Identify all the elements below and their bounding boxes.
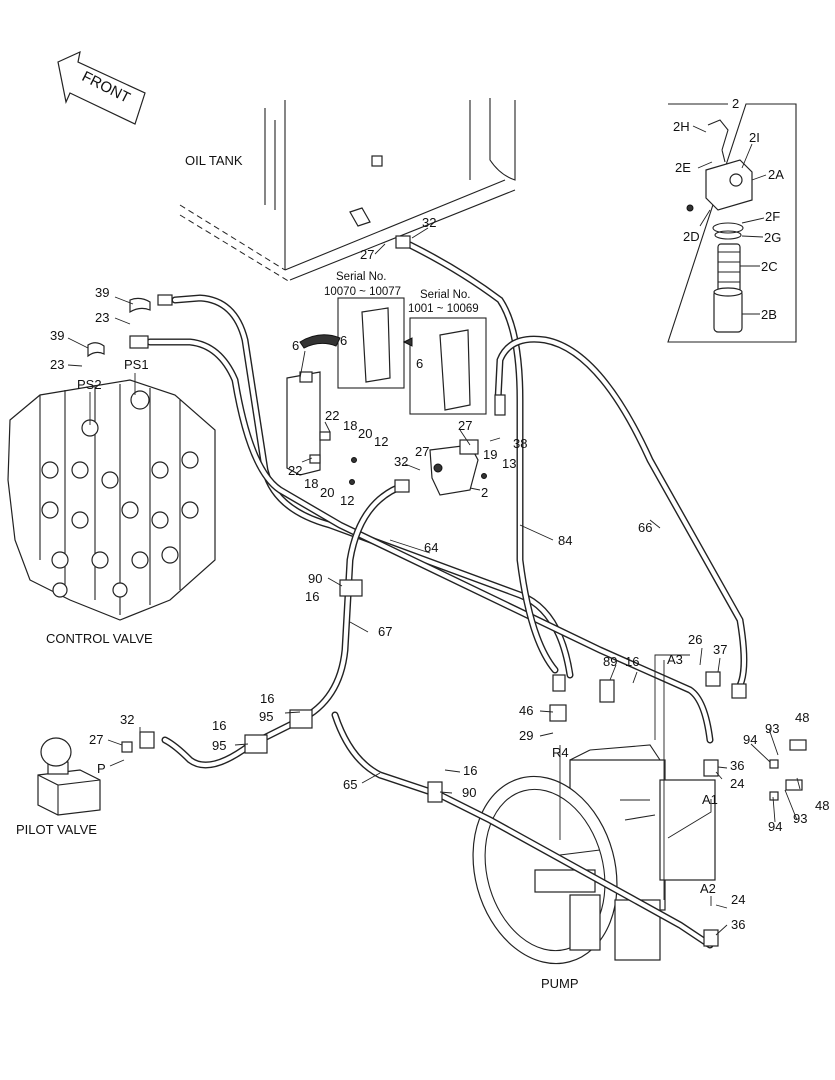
- callout: 12: [374, 434, 388, 449]
- callout: 24: [730, 776, 744, 791]
- callout: 29: [519, 728, 533, 743]
- oil-tank-label: OIL TANK: [185, 153, 243, 168]
- callout: P: [97, 761, 106, 776]
- callout: A3: [667, 652, 683, 667]
- callout: 32: [422, 215, 436, 230]
- callout: 93: [765, 721, 779, 736]
- callout: 20: [320, 485, 334, 500]
- callout: 2B: [761, 307, 777, 322]
- callout: 23: [95, 310, 109, 325]
- callout: 27: [458, 418, 472, 433]
- callout: 32: [394, 454, 408, 469]
- serial-a-range: 10070 ~ 10077: [324, 286, 401, 298]
- callout: 27: [89, 732, 103, 747]
- serial-a-title: Serial No.: [336, 271, 387, 283]
- callout: A1: [702, 792, 718, 807]
- callout: 95: [259, 709, 273, 724]
- callout: 19: [483, 447, 497, 462]
- serial-b-title: Serial No.: [420, 289, 471, 301]
- callout: 27: [360, 247, 374, 262]
- callout: 6: [416, 356, 423, 371]
- callout: 64: [424, 540, 438, 555]
- oil-tank: OIL TANK: [179, 98, 516, 283]
- callout: 93: [793, 811, 807, 826]
- callout: 66: [638, 520, 652, 535]
- serial-a-pointer: [299, 334, 341, 349]
- callout: 2I: [749, 130, 760, 145]
- detail-2-box: 2: [667, 96, 797, 343]
- callout: 6: [340, 333, 347, 348]
- callout: 2A: [768, 167, 784, 182]
- callout: 2D: [683, 229, 700, 244]
- callout: 94: [768, 819, 782, 834]
- control-valve: CONTROL VALVE: [7, 379, 216, 646]
- callout: 46: [519, 703, 533, 718]
- pilot-valve: PILOT VALVE: [16, 737, 101, 837]
- callout: 39: [50, 328, 64, 343]
- callout: 90: [462, 785, 476, 800]
- callout: 23: [50, 357, 64, 372]
- serial-box-b: Serial No. 1001 ~ 10069: [408, 289, 487, 415]
- callout: 36: [731, 917, 745, 932]
- pump: PUMP: [472, 744, 716, 991]
- callouts: 39 23 39 23 PS1 PS2 27 32 6 6 6 22 18 20…: [50, 119, 829, 932]
- callout: 95: [212, 738, 226, 753]
- callout: 2E: [675, 160, 691, 175]
- callout: 2C: [761, 259, 778, 274]
- callout: 36: [730, 758, 744, 773]
- callout: 16: [305, 589, 319, 604]
- hoses: [146, 241, 748, 949]
- callout: 18: [304, 476, 318, 491]
- pilot-valve-label: PILOT VALVE: [16, 822, 97, 837]
- callout: 65: [343, 777, 357, 792]
- callout: 13: [502, 456, 516, 471]
- callout: PS1: [124, 357, 149, 372]
- callout: 2F: [765, 209, 780, 224]
- serial-b-pointer: [402, 337, 413, 347]
- callout: 2H: [673, 119, 690, 134]
- callout: 27: [415, 444, 429, 459]
- callout: 38: [513, 436, 527, 451]
- callout: 22: [325, 408, 339, 423]
- callout: 48: [795, 710, 809, 725]
- control-valve-label: CONTROL VALVE: [46, 631, 153, 646]
- callout: 32: [120, 712, 134, 727]
- callout: 37: [713, 642, 727, 657]
- callout: 39: [95, 285, 109, 300]
- callout: 16: [212, 718, 226, 733]
- callout: 24: [731, 892, 745, 907]
- callout: 89: [603, 654, 617, 669]
- callout: 20: [358, 426, 372, 441]
- callout: 16: [463, 763, 477, 778]
- callout: 67: [378, 624, 392, 639]
- callout: 16: [260, 691, 274, 706]
- callout: 18: [343, 418, 357, 433]
- callout: 6: [292, 338, 299, 353]
- callout: 2G: [764, 230, 781, 245]
- serial-box-a: Serial No. 10070 ~ 10077: [324, 271, 405, 389]
- callout: 94: [743, 732, 757, 747]
- callout: 84: [558, 533, 572, 548]
- callout: 16: [625, 654, 639, 669]
- callout: 2: [481, 485, 488, 500]
- callout: R4: [552, 745, 569, 760]
- fittings: [87, 235, 807, 947]
- front-arrow: FRONT: [57, 50, 146, 125]
- callout: 48: [815, 798, 829, 813]
- callout: 12: [340, 493, 354, 508]
- leader-lines: [67, 125, 801, 936]
- callout: A2: [700, 881, 716, 896]
- pump-label: PUMP: [541, 976, 579, 991]
- callout: PS2: [77, 377, 102, 392]
- detail-2-title: 2: [732, 96, 739, 111]
- serial-b-range: 1001 ~ 10069: [408, 303, 479, 315]
- callout: 22: [288, 463, 302, 478]
- callout: 26: [688, 632, 702, 647]
- callout: 90: [308, 571, 322, 586]
